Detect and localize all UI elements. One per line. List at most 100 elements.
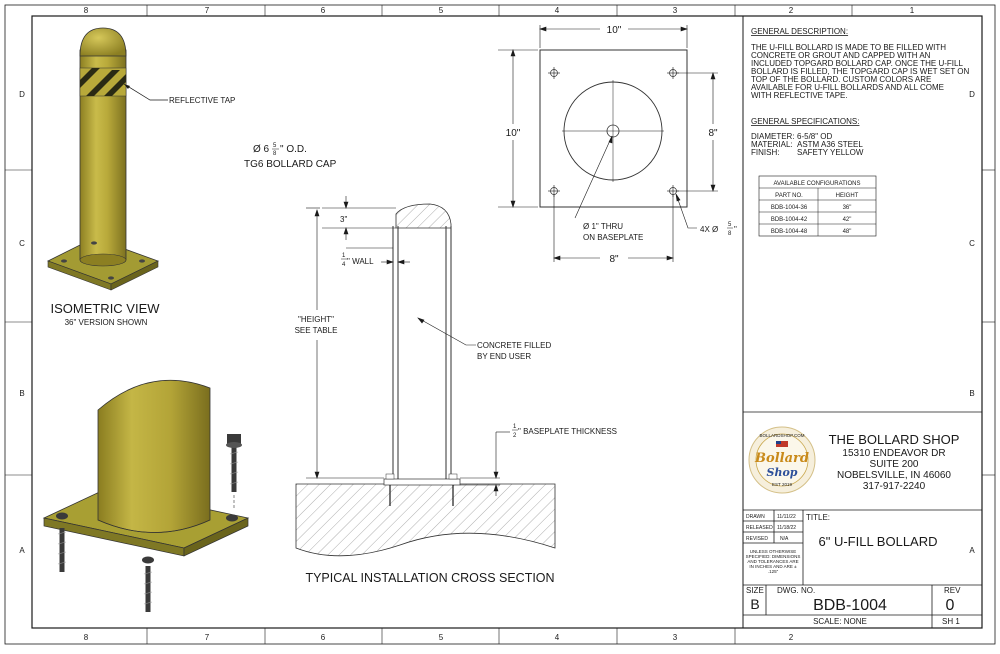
scale-label: SCALE: NONE [813,617,867,626]
svg-text:BDB-1004-48: BDB-1004-48 [771,229,808,235]
svg-text:FINISH:: FINISH: [751,148,779,157]
cap-diameter-label: Ø 6 5 8 " O.D. [253,143,307,157]
svg-text:AND TOLERANCES ARE: AND TOLERANCES ARE [747,559,798,564]
svg-text:": " [734,225,737,234]
svg-text:SPECIFIED: DIMENSIONS: SPECIFIED: DIMENSIONS [746,554,801,559]
concrete-ground [295,483,556,557]
svg-text:" WALL: " WALL [347,257,374,266]
isometric-bollard [46,27,160,291]
baseplate-plan [539,49,688,208]
svg-text:EST 2019: EST 2019 [772,482,792,487]
plan-bolt-spacing-v: 8" [708,128,718,139]
company-name: THE BOLLARD SHOP [829,432,960,447]
zone-col-4-bottom: 4 [555,633,560,642]
configs-title: AVAILABLE CONFIGURATIONS [773,181,860,187]
plan-width-label: 10" [607,25,622,36]
svg-text:N/A: N/A [780,536,789,542]
svg-text:8: 8 [728,231,732,237]
concrete-label-line1: CONCRETE FILLED [477,341,551,350]
zone-col-6-bottom: 6 [321,633,326,642]
tolerance-note: UNLESS OTHERWISE SPECIFIED: DIMENSIONS A… [746,549,801,574]
reflective-tape-label: REFLECTIVE TAP [169,96,235,105]
thru-hole-label-line2: ON BASEPLATE [583,233,643,242]
title-block [743,411,982,628]
svg-text:SAFETY YELLOW: SAFETY YELLOW [797,148,864,157]
svg-text:DRAWN: DRAWN [746,514,765,520]
configurations-table: AVAILABLE CONFIGURATIONS PART NO. HEIGHT… [758,175,877,237]
rev-value: 0 [946,597,955,614]
svg-text:4X Ø: 4X Ø [700,225,718,234]
svg-text:AVAILABLE FOR U-FILL BOLLARDS: AVAILABLE FOR U-FILL BOLLARDS AND ALL CO… [751,83,944,92]
svg-text:2: 2 [513,433,517,439]
general-specifications: GENERAL SPECIFICATIONS: DIAMETER: 6-5/8"… [751,117,864,157]
zone-row-c-left: C [19,239,25,248]
svg-text:36": 36" [843,205,852,211]
svg-text:UNLESS OTHERWISE: UNLESS OTHERWISE [750,549,796,554]
svg-text:NOBELSVILLE, IN 46060: NOBELSVILLE, IN 46060 [837,470,951,481]
zone-markers: 8 7 6 5 4 3 2 1 8 7 6 5 4 3 2 D C B A D … [19,6,975,642]
company-info: THE BOLLARD SHOP 15310 ENDEAVOR DR SUITE… [829,432,960,492]
svg-text:TOP OF THE BOLLARD. CUSTOM COL: TOP OF THE BOLLARD. CUSTOM COLORS ARE [751,75,931,84]
svg-text:" O.D.: " O.D. [280,144,307,155]
description-heading: GENERAL DESCRIPTION: [751,27,848,36]
svg-text:15310 ENDEAVOR DR: 15310 ENDEAVOR DR [842,448,945,459]
svg-text:RELEASED: RELEASED [746,525,773,531]
anchor-bolt-raised [226,434,242,510]
logo-word-bollard: Bollard [754,451,809,466]
svg-text:IN INCHES AND ARE ±: IN INCHES AND ARE ± [749,564,797,569]
svg-text:BOLLARD IS FILLED, THE TOPGARD: BOLLARD IS FILLED, THE TOPGARD CAP IS WE… [751,67,970,76]
cross-section-title: TYPICAL INSTALLATION CROSS SECTION [305,571,554,585]
zone-row-d-right: D [969,90,975,99]
svg-text:Ø 6: Ø 6 [253,144,270,155]
zone-col-3-bottom: 3 [673,633,678,642]
thru-hole-label-line1: Ø 1" THRU [583,222,623,231]
svg-text:42": 42" [843,217,852,223]
svg-text:BOLLARDSHOP.COM: BOLLARDSHOP.COM [760,433,805,438]
zone-row-b-right: B [969,389,974,398]
svg-text:THE U-FILL BOLLARD IS MADE TO: THE U-FILL BOLLARD IS MADE TO BE FILLED … [751,43,946,52]
general-description: GENERAL DESCRIPTION: THE U-FILL BOLLARD … [751,27,970,100]
svg-text:11/18/22: 11/18/22 [777,525,796,531]
isometric-cutaway [42,379,250,612]
zone-row-b-left: B [19,389,24,398]
sheet-label: SH 1 [942,617,960,626]
cross-section [295,203,556,557]
zone-col-2-top: 2 [789,6,794,15]
rev-label: REV [944,586,961,595]
zone-col-5-bottom: 5 [439,633,444,642]
zone-col-6-top: 6 [321,6,326,15]
svg-text:ASTM A36 STEEL: ASTM A36 STEEL [797,140,863,149]
dwg-no-label: DWG. NO. [777,586,815,595]
svg-text:4: 4 [342,262,346,268]
specs-heading: GENERAL SPECIFICATIONS: [751,117,859,126]
svg-text:SUITE 200: SUITE 200 [870,459,919,470]
company-logo: BOLLARDSHOP.COM Bollard Shop EST 2019 [748,426,816,494]
svg-text:1: 1 [513,424,517,430]
zone-col-5-top: 5 [439,6,444,15]
zone-col-8-bottom: 8 [84,633,89,642]
zone-col-4-top: 4 [555,6,560,15]
section-cap [395,203,452,229]
plan-bolt-spacing-h: 8" [609,254,619,265]
zone-row-d-left: D [19,90,25,99]
svg-text:11/11/22: 11/11/22 [777,514,796,520]
svg-text:BDB-1004-36: BDB-1004-36 [771,205,808,211]
bolt-holes-label: 4X Ø 5 8 " [700,222,737,237]
size-value: B [750,596,759,612]
anchor-bolt-front [142,556,154,612]
svg-text:WITH REFLECTIVE TAPE.: WITH REFLECTIVE TAPE. [751,91,848,100]
anchor-bolt-left [56,512,68,572]
title-label: TITLE: [806,513,830,522]
svg-text:CONCRETE OR GROUT AND CAPPED W: CONCRETE OR GROUT AND CAPPED WITH AN [751,51,931,60]
zone-col-1-top: 1 [910,6,915,15]
svg-text:INCLUDED TOPGARD BOLLARD CAP.: INCLUDED TOPGARD BOLLARD CAP. ONCE THE U… [751,59,963,68]
iso-cap [79,27,127,57]
zone-row-c-right: C [969,239,975,248]
svg-text:MATERIAL:: MATERIAL: [751,140,793,149]
svg-text:REVISED: REVISED [746,536,768,542]
height-label-line2: SEE TABLE [295,326,338,335]
zone-row-a-right: A [969,546,975,555]
drawing-title: 6" U-FILL BOLLARD [818,534,937,549]
cap-name-label: TG6 BOLLARD CAP [244,159,337,170]
